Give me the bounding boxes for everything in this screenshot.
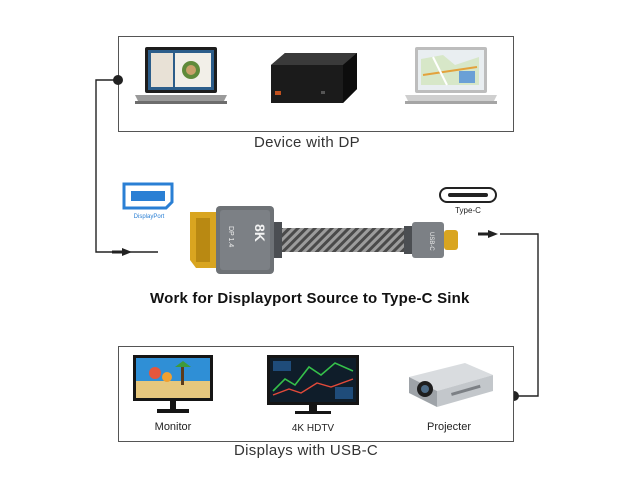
type-c-label: Type-C — [455, 206, 481, 215]
monitor-icon — [133, 355, 213, 413]
displayport-icon — [122, 182, 174, 210]
dp-to-usbc-cable — [190, 206, 458, 274]
displayport-label: DisplayPort — [133, 214, 165, 220]
type-c-icon — [439, 187, 497, 203]
laptop-map-icon — [405, 47, 497, 104]
hdtv-icon — [267, 355, 359, 414]
laptop-icon — [135, 47, 227, 104]
cable-8k-label: 8K — [252, 224, 268, 242]
sink-displays-box: Monitor 4K HDTV Projecter — [118, 346, 514, 442]
monitor-label: Monitor — [154, 421, 192, 433]
cable-usbc-label: USB-C — [428, 232, 434, 251]
source-caption: Device with DP — [254, 134, 360, 151]
dp-source-box-icon — [271, 53, 357, 103]
projector-label: Projecter — [426, 421, 472, 433]
cable-spec-label: DP 1.4 — [227, 226, 234, 248]
headline: Work for Displayport Source to Type-C Si… — [150, 290, 470, 307]
hdtv-label: 4K HDTV — [291, 423, 335, 434]
source-devices-box — [118, 36, 514, 132]
source-to-dp-arrow — [95, 75, 158, 256]
projector-icon — [409, 363, 493, 407]
sink-caption: Displays with USB-C — [234, 442, 379, 459]
